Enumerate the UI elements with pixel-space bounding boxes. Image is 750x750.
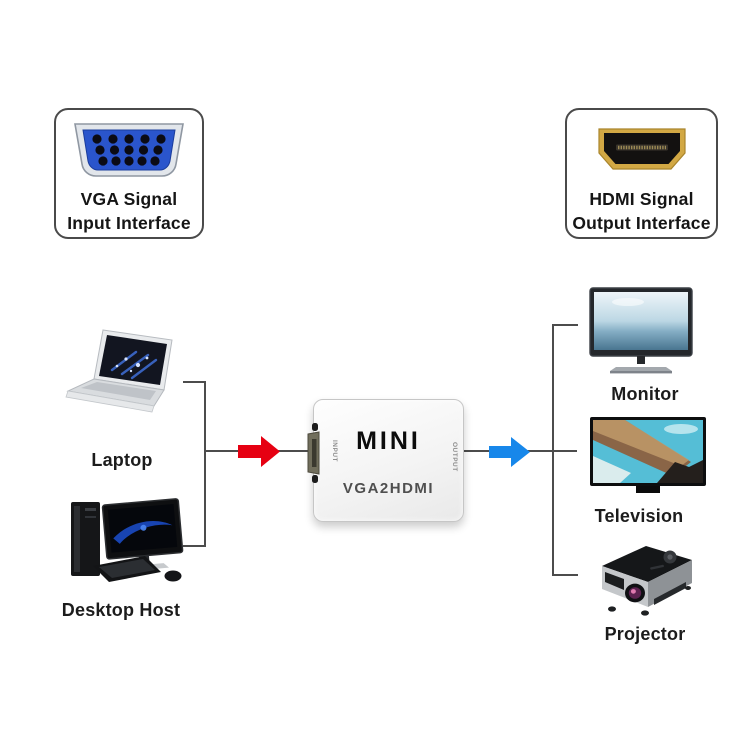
monitor-figure xyxy=(588,286,694,383)
input-flow-arrow-icon xyxy=(238,436,280,467)
wire-laptop-branch xyxy=(183,381,206,383)
television-icon xyxy=(590,417,706,493)
vga-card-title-line2: Input Interface xyxy=(67,213,191,234)
hdmi-card-title-line1: HDMI Signal xyxy=(589,189,694,209)
wire-right-vertical xyxy=(552,324,554,576)
wire-monitor-branch xyxy=(554,324,578,326)
desktop-figure xyxy=(63,492,189,597)
desktop-host-icon xyxy=(71,498,184,582)
laptop-icon xyxy=(65,329,173,413)
projector-label: Projector xyxy=(604,624,686,644)
wire-projector-branch xyxy=(554,574,578,576)
vga-connector-icon xyxy=(74,123,184,177)
converter-device: INPUT MINI VGA2HDMI OUTPUT xyxy=(307,399,464,522)
monitor-label: Monitor xyxy=(611,384,679,404)
wire-left-vertical xyxy=(204,381,206,547)
desktop-host-label: Desktop Host xyxy=(61,600,181,620)
laptop-figure xyxy=(60,328,186,431)
vga-card-title-line1: VGA Signal xyxy=(80,189,178,209)
converter-vga-port-icon xyxy=(307,423,320,483)
converter-model-text: VGA2HDMI xyxy=(342,480,435,497)
converter-output-label: OUTPUT xyxy=(451,442,458,472)
vga-interface-card: VGA Signal Input Interface xyxy=(54,108,204,239)
projector-figure xyxy=(588,536,702,625)
monitor-icon xyxy=(589,287,693,374)
vga-connector-image xyxy=(66,115,192,187)
converter-input-label: INPUT xyxy=(331,440,338,462)
television-figure xyxy=(589,416,707,499)
projector-icon xyxy=(602,546,692,616)
converter-brand-text: MINI xyxy=(356,427,421,455)
laptop-label: Laptop xyxy=(91,450,153,470)
output-flow-arrow-icon xyxy=(489,437,530,467)
hdmi-connector-icon xyxy=(597,128,686,170)
wire-desktop-branch xyxy=(183,545,206,547)
television-label: Television xyxy=(594,506,684,526)
hdmi-connector-image xyxy=(593,115,691,187)
hdmi-interface-card: HDMI Signal Output Interface xyxy=(565,108,718,239)
hdmi-card-title-line2: Output Interface xyxy=(572,213,711,234)
